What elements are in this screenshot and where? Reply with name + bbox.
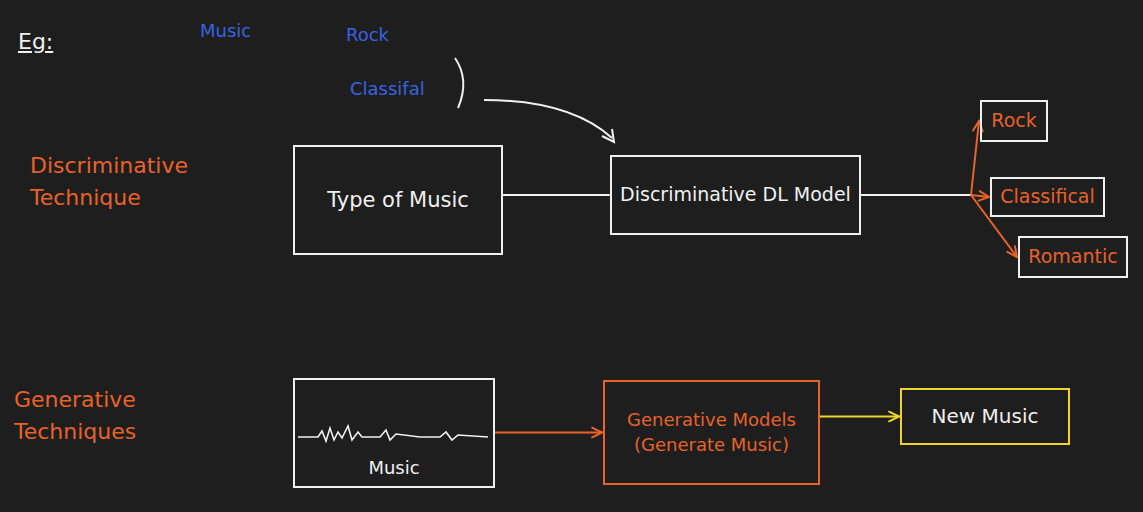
box-text: Discriminative DL Model [620, 182, 851, 208]
class-box: Classifical [990, 177, 1105, 217]
class-box: Rock [980, 100, 1048, 142]
section-label: Discriminative Technique [30, 150, 230, 214]
input-box: Type of Music [293, 145, 503, 255]
connector-line [861, 194, 971, 196]
pointer-head [602, 129, 614, 142]
connector [861, 191, 989, 201]
pointer-curve [484, 100, 612, 138]
connector-line [820, 416, 899, 418]
connector-line [971, 121, 979, 195]
box-text: Romantic [1028, 244, 1117, 270]
box-text: (Generate Music) [634, 433, 789, 457]
connector [495, 428, 602, 438]
connector-line [861, 194, 971, 196]
input-box: Music [293, 378, 495, 488]
note-label: Music [200, 18, 251, 44]
connector-line [503, 194, 609, 196]
connector [820, 412, 899, 422]
output-box: New Music [900, 388, 1070, 445]
arrow-head [979, 191, 989, 201]
box-text: Classifical [1000, 184, 1095, 210]
class-box: Romantic [1018, 236, 1128, 278]
box-text: New Music [932, 403, 1039, 430]
box-text: Rock [991, 108, 1036, 134]
connector [861, 121, 983, 195]
connector-line [495, 432, 602, 434]
bracket [455, 58, 463, 108]
box-text: Generative Models [627, 408, 796, 432]
connector [503, 195, 609, 196]
box-text: Music [368, 456, 419, 480]
section-label: Generative Techniques [14, 384, 184, 448]
note-label: Rock [346, 22, 389, 48]
arrow-head [592, 428, 602, 438]
example-label: Eg: [18, 26, 53, 58]
connector-line [861, 194, 971, 196]
arrow-head [1007, 246, 1017, 257]
model-box: Discriminative DL Model [610, 155, 861, 235]
connector [861, 195, 1017, 257]
arrow-head [889, 412, 899, 422]
box-text: Type of Music [327, 186, 469, 214]
note-label: Classifal [350, 76, 425, 102]
model-box: Generative Models(Generate Music) [603, 380, 820, 485]
waveform [298, 426, 488, 441]
